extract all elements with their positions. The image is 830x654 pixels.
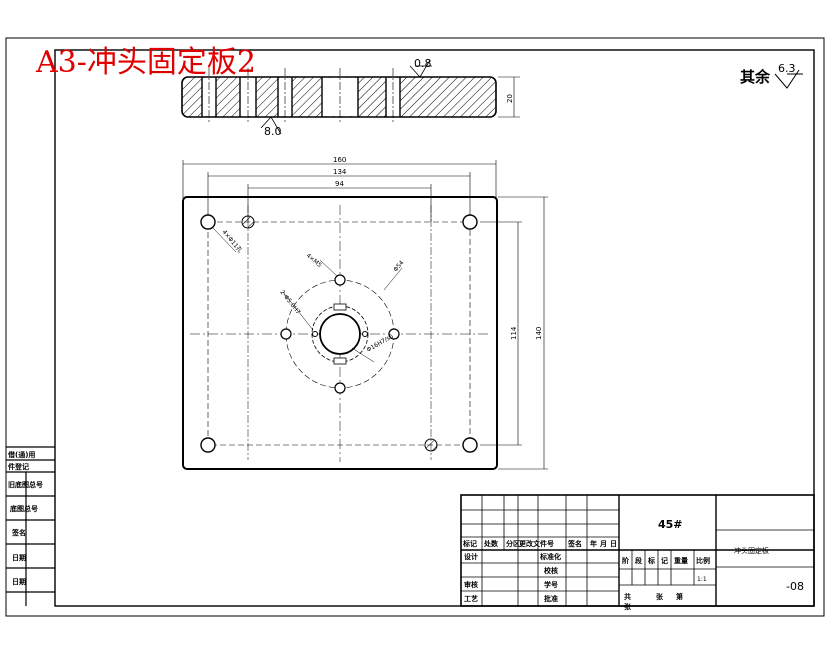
note-small-hole: 4×M5 xyxy=(305,252,323,269)
strip-label-2: 件登记 xyxy=(8,462,29,471)
tb-review: 审核 xyxy=(464,580,478,589)
tapped-hole xyxy=(280,328,292,340)
roughness-symbol-icon xyxy=(774,69,800,89)
dim-width-overall: 160 xyxy=(333,156,346,164)
strip-label-5: 签名 xyxy=(11,528,26,537)
side-bottom-roughness: 8.0 xyxy=(264,125,282,138)
inner-border xyxy=(54,49,815,607)
dim-width-pin: 94 xyxy=(335,180,344,188)
roughness-default-value: 6.3 xyxy=(778,62,796,75)
tb-sheet-unit-2: 张 xyxy=(624,602,632,611)
side-top-roughness: 0.8 xyxy=(414,57,432,70)
left-strip: 借(通)用 件登记 旧底图总号 底图总号 签名 日期 日期 xyxy=(6,446,55,606)
tb-standard: 标准化 xyxy=(539,552,561,561)
tb-part-name: 冲头固定板 xyxy=(734,546,769,555)
note-circle: Φ54 xyxy=(392,259,405,273)
corner-hole xyxy=(200,437,216,453)
tapped-hole xyxy=(334,274,346,286)
tb-header-count: 处数 xyxy=(483,539,499,548)
tapped-hole xyxy=(388,328,400,340)
tb-header-day: 日 xyxy=(610,540,617,548)
dim-height-bolt: 114 xyxy=(510,326,518,340)
corner-hole xyxy=(200,214,216,230)
tb-weight: 重量 xyxy=(674,556,688,565)
tb-approve: 批准 xyxy=(544,594,558,603)
tb-scale: 1:1 xyxy=(697,576,707,583)
title-block: 标记 处数 分区 更改文件号 签名 年 月 日 设计 标准化 校核 审核 学号 … xyxy=(460,494,815,611)
note-center-hole: Φ16H7/s6 xyxy=(366,333,395,354)
side-thickness-dim: 20 xyxy=(506,94,514,103)
strip-label-3: 旧底图总号 xyxy=(8,480,43,489)
note-corner-hole: 4×Φ11孔 xyxy=(220,228,244,254)
outer-border xyxy=(5,37,825,617)
dowel-hole xyxy=(241,215,255,229)
tb-sheet-total: 共 xyxy=(624,592,631,601)
tb-header-sign: 签名 xyxy=(567,539,582,548)
note-cross-hole: 2-Φ5.0H7 xyxy=(278,289,301,316)
tb-design: 设计 xyxy=(464,552,478,561)
tb-material: 45# xyxy=(658,518,683,531)
dim-height-overall: 140 xyxy=(535,327,543,340)
dowel-hole xyxy=(424,438,438,452)
strip-label-1: 借(通)用 xyxy=(7,450,35,459)
tb-stage-1: 阶 xyxy=(622,556,630,565)
plate-outline xyxy=(182,196,498,470)
plan-view: 160 134 94 140 114 xyxy=(182,156,548,470)
center-bore xyxy=(319,313,361,355)
tb-stage-4: 记 xyxy=(661,556,668,565)
strip-label-7: 日期 xyxy=(12,577,26,586)
tb-drawing-no: -08 xyxy=(786,580,804,593)
corner-hole xyxy=(462,214,478,230)
tb-scale-label: 比例 xyxy=(696,556,710,565)
roughness-default: 其余 6.3 xyxy=(740,62,803,89)
tb-header-month: 月 xyxy=(599,540,607,548)
tb-header-change-doc: 更改文件号 xyxy=(519,539,554,548)
dim-width-bolt: 134 xyxy=(333,168,347,176)
tb-sheet-unit-1: 张 xyxy=(656,592,664,601)
tb-student-no: 学号 xyxy=(544,580,558,589)
roughness-default-prefix: 其余 xyxy=(740,68,771,86)
tb-sheet-of: 第 xyxy=(676,592,683,601)
tb-stage-3: 标 xyxy=(647,556,655,565)
tb-header-year: 年 xyxy=(590,539,597,548)
tapped-hole xyxy=(334,382,346,394)
corner-hole xyxy=(462,437,478,453)
tb-header-mark: 标记 xyxy=(462,539,477,548)
side-view: 0.8 8.0 20 xyxy=(181,57,520,138)
strip-label-6: 日期 xyxy=(12,553,26,562)
tb-process: 工艺 xyxy=(464,594,478,603)
tb-stage-2: 段 xyxy=(635,556,642,565)
tb-header-zone: 分区 xyxy=(506,539,520,548)
strip-label-4: 底图总号 xyxy=(10,504,38,513)
tb-check: 校核 xyxy=(544,566,558,575)
drawing-title: A3-冲头固定板2 xyxy=(35,45,256,80)
